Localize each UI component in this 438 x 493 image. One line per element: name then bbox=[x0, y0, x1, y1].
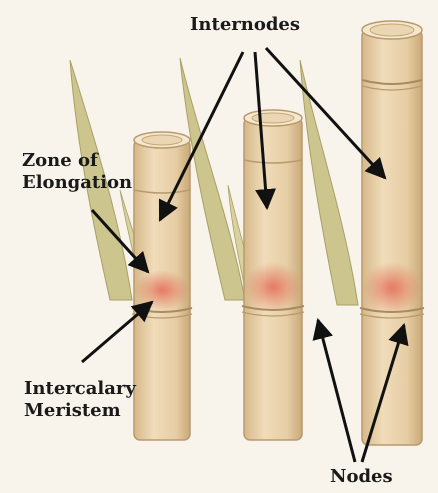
arrow-node-1 bbox=[318, 320, 355, 462]
label-nodes: Nodes bbox=[330, 466, 393, 487]
label-elongation: Elongation bbox=[22, 172, 132, 193]
label-internodes: Internodes bbox=[190, 14, 300, 35]
stem-3 bbox=[360, 21, 424, 445]
stem-2 bbox=[242, 110, 304, 440]
stem-1 bbox=[132, 132, 192, 440]
label-intercalary: Intercalary bbox=[24, 378, 136, 399]
label-zone-of: Zone of bbox=[22, 150, 98, 171]
label-meristem: Meristem bbox=[24, 400, 121, 421]
